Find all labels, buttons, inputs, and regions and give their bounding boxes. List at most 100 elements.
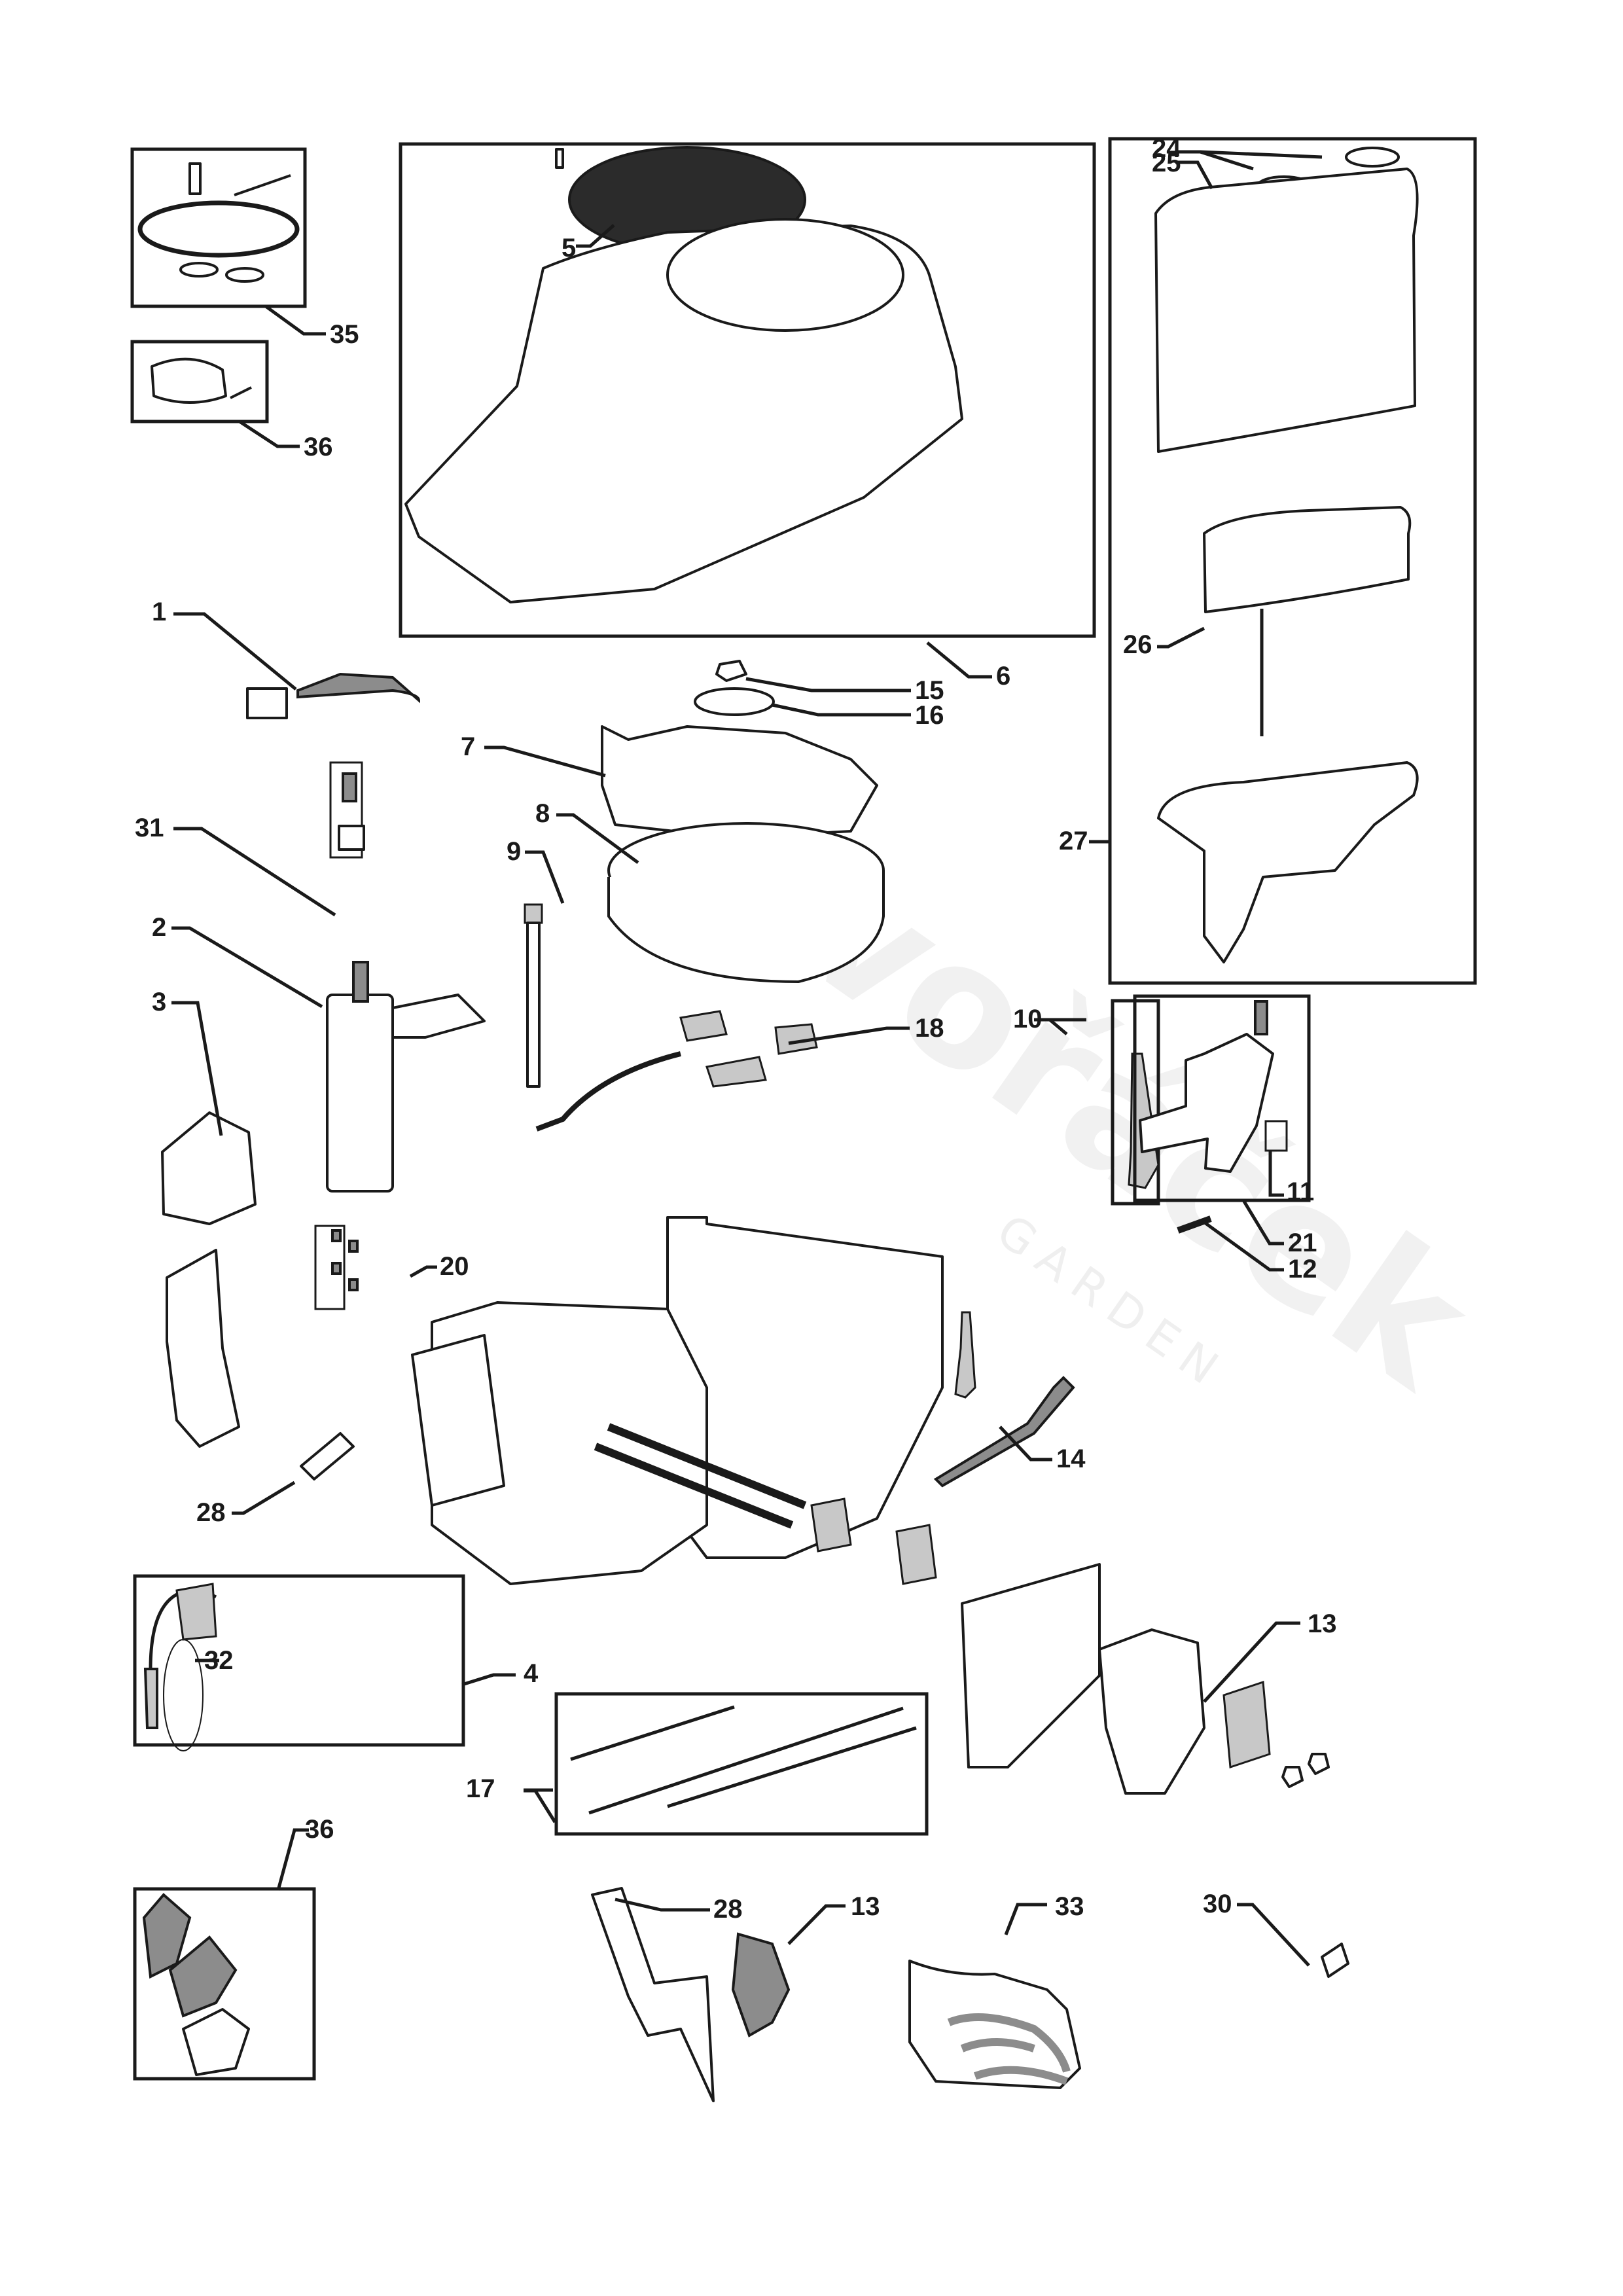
callout-12: 12	[1288, 1255, 1317, 1283]
callout-30-label: 30	[1203, 1890, 1232, 1918]
leader-18	[788, 1026, 910, 1045]
callout-21: 20	[440, 1252, 469, 1281]
starter-bracket-part	[391, 994, 486, 1039]
callout-17: 16	[915, 701, 944, 730]
leader-3	[171, 1001, 223, 1136]
knob-part-b	[1345, 147, 1400, 168]
drive-sleeve-part	[342, 772, 357, 802]
brush-part-c	[331, 1262, 342, 1275]
rod-part-b	[588, 1706, 904, 1815]
leader-21	[409, 1265, 437, 1278]
pin-part	[188, 162, 202, 195]
rod-part-a	[570, 1705, 735, 1761]
callout-4: 4	[524, 1659, 539, 1688]
callout-14: 13	[1308, 1609, 1337, 1638]
gasket-part-b	[168, 1935, 238, 2018]
leader-7	[484, 745, 606, 778]
fuel-pump-part	[731, 1932, 791, 2037]
callout-9: 9	[507, 837, 521, 866]
fuel-hose-kit-group	[908, 1960, 1081, 2089]
harness-sleeve-part	[296, 672, 421, 704]
rectifier-group	[161, 1111, 257, 1225]
leader-28	[615, 1897, 710, 1912]
callout-3: 3	[152, 988, 166, 1016]
dipstick-tube-group	[524, 903, 543, 1088]
callout-6: 6	[996, 662, 1010, 691]
callout-15: 14	[1056, 1444, 1086, 1473]
ground-wire-part	[163, 1639, 204, 1751]
leader-17	[772, 703, 911, 717]
starter-drive-kit-group	[329, 761, 365, 859]
air-cleaner-group	[1108, 137, 1477, 985]
flywheel-group	[601, 660, 885, 983]
gasket-set-frame	[133, 1887, 316, 2081]
crankcase-part	[666, 1216, 944, 1559]
cylinder-part	[431, 1301, 708, 1585]
head-bolt-part-a	[594, 1443, 794, 1529]
control-bracket-frame	[1133, 994, 1311, 1202]
connector-part	[246, 687, 288, 719]
ignition-coil-part	[175, 1583, 217, 1641]
rod-part-c	[667, 1726, 917, 1808]
leader-14	[1203, 1621, 1300, 1703]
kit-34-group	[130, 147, 307, 308]
intake-gasket-part	[810, 1498, 852, 1552]
callout-1: 1	[152, 598, 166, 626]
callout-18: 18	[915, 1014, 944, 1043]
callout-16: 15	[915, 676, 944, 705]
brush-part-a	[331, 1229, 342, 1242]
flywheel-nut-part	[715, 660, 747, 682]
spark-plug-part	[300, 1432, 355, 1480]
callout-28-label: 28	[713, 1895, 743, 1924]
stator-coil-part-c	[705, 1056, 767, 1088]
carb-bracket-part	[961, 1563, 1101, 1768]
callout-5: 5	[562, 234, 576, 262]
leader-35	[238, 420, 300, 448]
gasket-set-group	[133, 1887, 316, 2081]
stator-coil-part-b	[774, 1023, 818, 1055]
hose-part-a	[947, 2013, 1071, 2073]
leader-12	[1202, 1219, 1284, 1272]
carburetor-group	[961, 1563, 1330, 1795]
callout-2: 2	[152, 913, 166, 942]
leader-1	[173, 612, 297, 691]
callout-8: 8	[535, 799, 550, 828]
cooling-fan-part	[601, 725, 878, 839]
carburetor-part	[1098, 1628, 1205, 1795]
leader-6	[926, 641, 992, 679]
gasket-part-a	[142, 1893, 192, 1979]
starter-drive-kit-frame	[329, 761, 363, 859]
leader-34	[264, 304, 326, 336]
leader-31	[173, 827, 336, 917]
leader-25	[1157, 626, 1205, 649]
leader-10c	[1034, 1018, 1068, 1035]
flywheel-rim-part	[607, 870, 885, 983]
callout-32: 32	[204, 1646, 234, 1675]
ignition-coil-frame	[133, 1574, 465, 1747]
leader-4	[461, 1673, 516, 1687]
stator-coil-part-a	[679, 1010, 728, 1042]
air-cleaner-cover-part	[1154, 168, 1419, 453]
leader-20b	[524, 1789, 557, 1823]
carb-outlet-gasket-part	[1222, 1680, 1271, 1769]
callout-34: 35	[330, 320, 359, 349]
leader-8	[556, 813, 639, 865]
leader-9	[525, 850, 565, 904]
callout-13-label: 13	[851, 1892, 880, 1921]
air-cleaner-base-part	[1157, 761, 1419, 963]
starter-motor-group	[326, 961, 486, 1193]
hose-part-c	[973, 2066, 1069, 2085]
air-cleaner-frame	[1108, 137, 1477, 985]
washer-part-a	[179, 262, 219, 278]
callout-10: 10	[1013, 1005, 1043, 1033]
heat-shield-part	[166, 1249, 240, 1448]
control-bracket-group	[1133, 994, 1311, 1202]
gasket-part-c	[182, 2008, 250, 2076]
leader-24	[1175, 160, 1214, 190]
kit-35-frame	[130, 340, 269, 423]
brushes-frame	[314, 1225, 346, 1310]
leader-5	[576, 224, 615, 248]
leader-15	[999, 1426, 1052, 1462]
brushes-group	[314, 1225, 359, 1310]
